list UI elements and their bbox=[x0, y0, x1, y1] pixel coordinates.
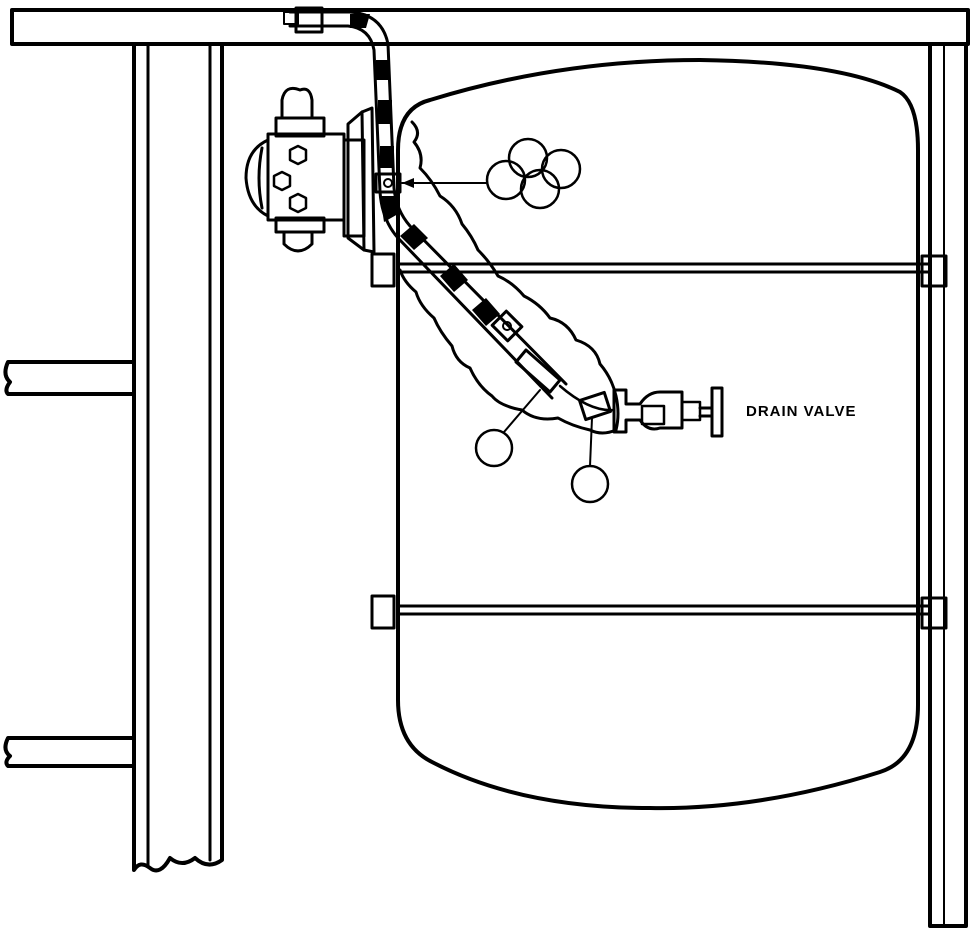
valve-elbow-fitting bbox=[558, 384, 616, 422]
tube-clamp-lower bbox=[490, 309, 524, 343]
upper-cross-beam bbox=[3, 360, 136, 396]
drain-valve[interactable] bbox=[612, 386, 724, 438]
tube-end-fitting bbox=[514, 348, 562, 394]
cutaway-outline bbox=[398, 120, 620, 435]
lower-cross-beam bbox=[3, 736, 136, 768]
tank-mounting-strap-lower bbox=[370, 594, 948, 630]
callout-component-group bbox=[401, 137, 582, 210]
callout-tube-fitting bbox=[474, 389, 541, 468]
compressor-unit bbox=[244, 86, 376, 254]
tube-clamp-fitting bbox=[374, 172, 402, 194]
drain-valve-label: DRAIN VALVE bbox=[746, 403, 856, 420]
left-vertical-post bbox=[132, 42, 224, 873]
overhead-frame-beam bbox=[10, 8, 970, 46]
right-vertical-post bbox=[928, 42, 968, 928]
air-tank bbox=[396, 58, 920, 811]
drain-tube bbox=[283, 6, 568, 400]
callout-valve-elbow bbox=[570, 417, 610, 504]
